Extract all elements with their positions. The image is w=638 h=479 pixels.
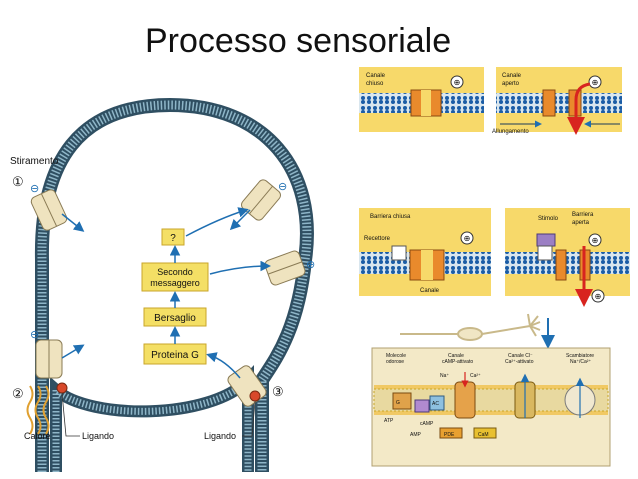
camp-label: cAMP [420,421,434,427]
arrow-channel-right-in [229,209,251,231]
g-protein-mini-label: G [396,400,400,406]
channel-stretch [30,189,68,231]
pde-label: PDE [444,432,455,438]
box-second-messenger: Secondo messaggero [141,262,209,292]
channel-right-mid [264,250,306,286]
marker-one: ① [12,174,24,189]
box-unknown: ? [161,228,185,246]
open-channel-label-1: Canale [502,73,522,79]
second-messenger-label-1: Secondo [157,267,193,277]
minus-charge-icon: ⊖ [30,183,39,195]
camp-channel-label-2: cAMP-attivato [442,359,473,365]
panel-mid-right: Stimolo Barriera aperta ⊕ ⊕ [505,208,630,307]
arrow-messenger-to-channel [209,260,271,275]
na-ion-label: Na⁺ [440,373,449,379]
odor-molecules-label-1: Molecole [386,353,406,359]
heat-label: Calore [24,431,51,441]
arrow-heat-in [61,344,85,359]
closed-channel-label-2: chiuso [366,81,384,87]
panel-top-open: Canale aperto ⊕ Allungamento [492,67,622,135]
main-cell-figure: ? Secondo messaggero Bersaglio Proteina … [10,97,315,472]
plus-ion-icon: ⊕ [592,78,599,87]
stretch-panel-label: Allungamento [492,129,529,135]
odor-molecules-label-2: odorose [386,359,404,365]
closed-channel-label-1: Canale [366,73,386,79]
arrow-stretch-in [61,213,85,232]
channel-right-top [241,179,281,221]
open-barrier-label-1: Barriera [572,212,594,218]
exchanger-label-2: Na⁺/Ca²⁺ [570,359,591,365]
cl-channel-label-2: Ca²⁺-attivato [505,359,534,365]
cl-channel-label-1: Canale Cl⁻ [508,353,533,359]
stretch-label: Stiramento [10,156,59,167]
g-protein-label: Proteina G [151,350,199,361]
unknown-label: ? [170,233,176,244]
marker-two: ② [12,386,24,401]
box-g-protein: Proteina G [143,343,207,365]
camp-channel-label-1: Canale [448,353,464,359]
ca-ion-label: Ca²⁺ [470,373,481,379]
camk-label: CaM [478,432,489,438]
panel-mid-left: Barriera chiusa Recettore Canale ⊕ [359,208,491,296]
panel-top-closed: Canale chiuso ⊕ [359,67,484,132]
second-messenger-label-2: messaggero [150,278,200,288]
channel-heat [35,339,63,379]
minus-charge-icon: ⊖ [278,181,287,193]
plus-ion-icon: ⊕ [454,78,461,87]
ligand-right-icon [249,390,261,402]
open-barrier-label-2: aperta [572,220,590,226]
channel-label: Canale [420,288,440,294]
amp-label: AMP [410,432,422,438]
plus-ion-icon: ⊕ [592,236,599,245]
minus-charge-icon: ⊖ [30,329,39,341]
stimulus-label: Stimolo [538,216,559,222]
target-label: Bersaglio [154,313,196,324]
panel-bottom-transduction: Molecole odorose Canale cAMP-attivato Ca… [371,347,611,467]
ligand-left-label: Ligando [82,431,114,441]
arrow-receptor-to-g [206,352,241,379]
heat-waves-icon [26,385,50,435]
slide-title: Processo sensoriale [145,22,452,60]
open-channel-label-2: aperto [502,81,520,87]
arrow-unknown-to-channel [185,207,249,237]
plus-charge-icon: ⊕ [306,259,315,271]
ligand-left-icon [56,382,68,394]
plus-ion-icon: ⊕ [595,292,602,301]
plus-ion-icon: ⊕ [464,234,471,243]
closed-barrier-label: Barriera chiusa [370,214,411,220]
receptor-label: Recettore [364,236,391,242]
atp-label: ATP [384,418,394,424]
exchanger-label-1: Scambiatore [566,353,594,359]
ac-label: AC [432,401,439,407]
olfactory-neuron-icon [400,313,541,341]
marker-three: ③ [272,384,284,399]
ligand-right-label: Ligando [204,431,236,441]
box-target: Bersaglio [143,307,207,327]
